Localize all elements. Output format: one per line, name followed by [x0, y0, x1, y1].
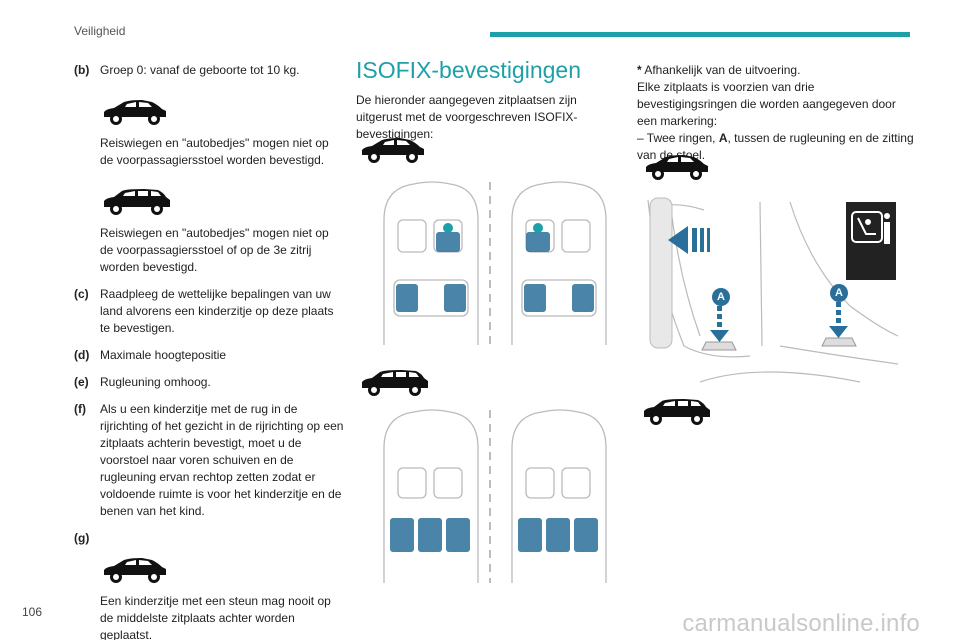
car-mpv-icon [74, 179, 344, 225]
isofix-seat-diagram-7-seat [383, 409, 607, 583]
section-title: Veiligheid [74, 24, 126, 38]
item-text: Maximale hoogtepositie [100, 348, 227, 362]
item-text: Een kinderzitje met een steun mag nooit … [100, 594, 331, 640]
car-suv-icon [362, 138, 424, 163]
rings-paragraph: Elke zitplaats is voorzien van drie beve… [637, 80, 896, 128]
column-middle: ISOFIX-bevestigingen De hieronder aangeg… [356, 56, 626, 143]
isofix-seat-diagram-5-seat [383, 181, 607, 345]
column-left: (b) Groep 0: vanaf de geboorte tot 10 kg… [74, 62, 344, 640]
item-text: Als u een kinderzitje met de rug in de r… [100, 402, 344, 518]
car-suv-icon [646, 155, 708, 180]
header-accent-bar [490, 32, 910, 37]
anchor-label-a: A [712, 288, 730, 306]
footnote: * Afhankelijk van de uitvoering. [637, 62, 917, 79]
page-number: 106 [22, 605, 43, 619]
bullet-label-a: A [718, 131, 728, 145]
list-item-e: (e) Rugleuning omhoog. [74, 374, 344, 391]
car-mpv-icon [362, 370, 428, 396]
list-item-c: (c) Raadpleeg de wettelijke bepalingen v… [74, 286, 344, 337]
item-key: (c) [74, 287, 89, 301]
list-item-note-3: Een kinderzitje met een steun mag nooit … [74, 593, 344, 640]
item-key: (b) [74, 63, 90, 77]
list-item-note-1: Reiswiegen en "autobedjes" mogen niet op… [74, 135, 344, 169]
item-text: Rugleuning omhoog. [100, 375, 211, 389]
car-mpv-icon [644, 399, 710, 425]
item-text: Groep 0: vanaf de geboorte tot 10 kg. [100, 63, 300, 77]
list-item-d: (d) Maximale hoogtepositie [74, 347, 344, 364]
list-item-g: (g) [74, 530, 344, 547]
list-item-f: (f) Als u een kinderzitje met de rug in … [74, 401, 344, 520]
footnote-text: Afhankelijk van de uitvoering. [641, 63, 801, 77]
item-text: Raadpleeg de wettelijke bepalingen van u… [100, 287, 334, 335]
car-suv-icon [74, 89, 344, 135]
anchor-label-a: A [830, 284, 848, 302]
list-item-b: (b) Groep 0: vanaf de geboorte tot 10 kg… [74, 62, 344, 79]
item-key: (g) [74, 531, 90, 545]
item-key: (f) [74, 402, 86, 416]
isofix-seat-illustration: A A [640, 196, 900, 386]
bullet-prefix: – Twee ringen, [637, 131, 719, 145]
section-heading: ISOFIX-bevestigingen [356, 57, 582, 83]
car-suv-icon [74, 547, 344, 593]
item-key: (d) [74, 348, 90, 362]
item-text: Reiswiegen en "autobedjes" mogen niet op… [100, 136, 329, 167]
list-item-note-2: Reiswiegen en "autobedjes" mogen niet op… [74, 225, 344, 276]
watermark: carmanualsonline.info [682, 610, 920, 637]
intro-paragraph: De hieronder aangegeven zitplaatsen zijn… [356, 93, 578, 141]
column-right: * Afhankelijk van de uitvoering. Elke zi… [637, 62, 917, 164]
item-key: (e) [74, 375, 89, 389]
item-text: Reiswiegen en "autobedjes" mogen niet op… [100, 226, 329, 274]
footnote-marker: * [637, 63, 642, 77]
